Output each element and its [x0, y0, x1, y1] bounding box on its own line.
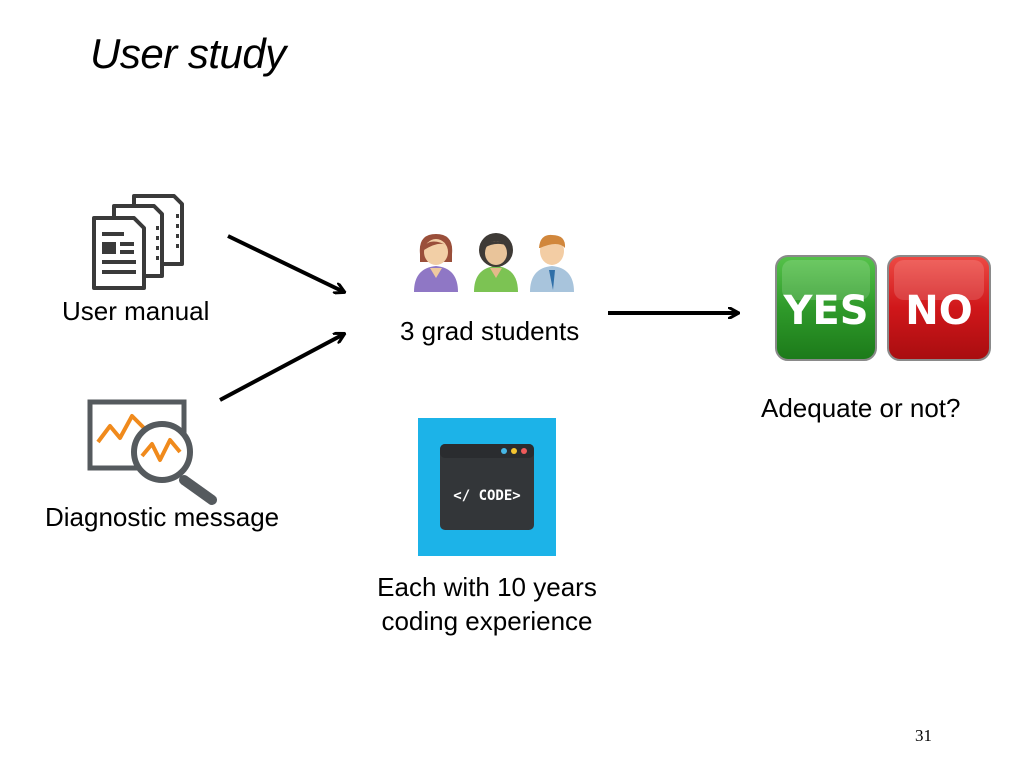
page-number: 31	[915, 726, 932, 745]
window-dot-red-icon	[521, 448, 527, 454]
arrow-manual-to-students	[227, 234, 344, 292]
student-curly-icon	[474, 233, 518, 292]
code-window-icon: </ CODE>	[418, 418, 556, 556]
diagnostic-message-label: Diagnostic message	[45, 502, 280, 532]
window-dot-yellow-icon	[511, 448, 517, 454]
adequate-question-label: Adequate or not?	[761, 393, 961, 423]
arrow-diagnostic-to-students	[219, 334, 344, 402]
student-female-icon	[414, 234, 458, 292]
yes-no-buttons: YES NO	[775, 255, 991, 361]
diagnostic-magnifier-icon	[87, 399, 217, 505]
student-male-icon	[530, 234, 574, 292]
students-icon	[414, 233, 574, 292]
yes-badge: YES	[775, 255, 877, 361]
grad-students-label: 3 grad students	[400, 316, 580, 346]
experience-line-2: coding experience	[381, 606, 593, 636]
experience-label: Each with 10 years coding experience	[352, 570, 622, 638]
code-tile-text: </ CODE>	[453, 488, 520, 504]
user-manual-label: User manual	[62, 296, 210, 326]
no-text: NO	[905, 288, 972, 334]
slide-title: User study	[90, 30, 286, 77]
yes-text: YES	[782, 288, 868, 334]
no-badge: NO	[887, 255, 991, 361]
window-dot-blue-icon	[501, 448, 507, 454]
experience-line-1: Each with 10 years	[377, 572, 597, 602]
documents-icon	[92, 194, 184, 290]
